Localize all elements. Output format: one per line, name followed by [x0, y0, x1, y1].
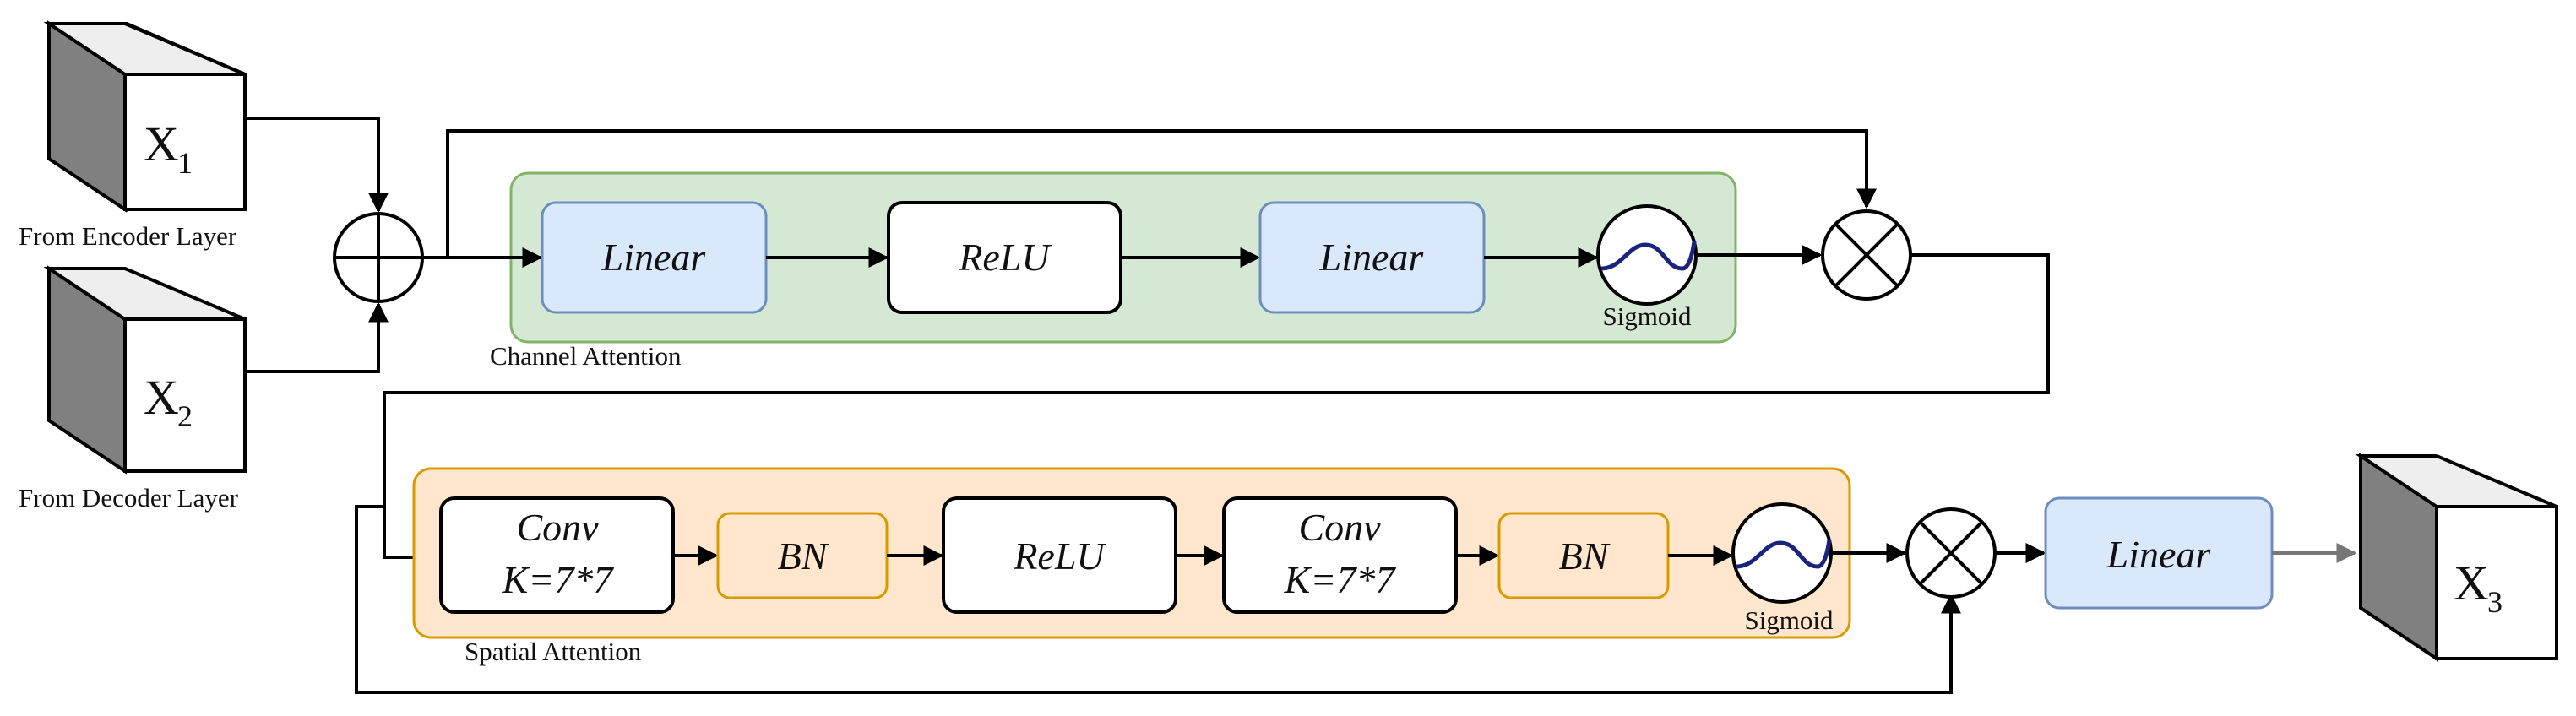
channel-linear1-label: Linear	[601, 236, 707, 279]
spatial-conv1-line2: K=7*7	[502, 558, 615, 601]
spatial-conv2-line1: Conv	[1298, 506, 1381, 549]
channel-to-spatial-connector	[383, 253, 2050, 567]
multiply-node-2	[1905, 507, 1997, 599]
input-x2-cube: X 2	[43, 265, 247, 475]
spatial-conv1-line1: Conv	[516, 506, 599, 549]
input-x1-cube: X 1	[43, 20, 247, 213]
x3-symbol: X	[2454, 556, 2489, 610]
spatial-bn1-label: BN	[778, 534, 829, 578]
x1-symbol: X	[144, 117, 179, 171]
output-linear-label: Linear	[2106, 533, 2212, 576]
channel-linear2-label: Linear	[1319, 236, 1425, 279]
spatial-sigmoid-icon	[1731, 502, 1833, 604]
x1-caption: From Encoder Layer	[19, 221, 237, 251]
spatial-bn2-label: BN	[1559, 534, 1611, 578]
output-x3-cube: X 3	[2355, 453, 2558, 662]
spatial-skip-connection	[355, 505, 1961, 694]
spatial-conv2-line2: K=7*7	[1284, 558, 1397, 601]
spatial-sigmoid-label: Sigmoid	[1744, 605, 1834, 635]
x1-subscript: 1	[177, 146, 193, 180]
x3-subscript: 3	[2487, 585, 2503, 619]
x2-subscript: 2	[177, 399, 193, 433]
multiply-node-1	[1821, 209, 1912, 301]
channel-relu-label: ReLU	[958, 236, 1052, 279]
x2-symbol: X	[144, 370, 179, 425]
sum-node	[333, 212, 424, 303]
spatial-relu-label: ReLU	[1013, 534, 1106, 578]
x1-to-sum-line	[245, 117, 389, 214]
channel-sigmoid-label: Sigmoid	[1602, 301, 1692, 331]
channel-sigmoid-icon	[1596, 204, 1698, 306]
x2-to-sum-line	[245, 301, 389, 373]
x2-caption: From Decoder Layer	[19, 483, 239, 513]
spatial-attention-label: Spatial Attention	[465, 637, 642, 666]
channel-attention-label: Channel Attention	[490, 341, 682, 371]
